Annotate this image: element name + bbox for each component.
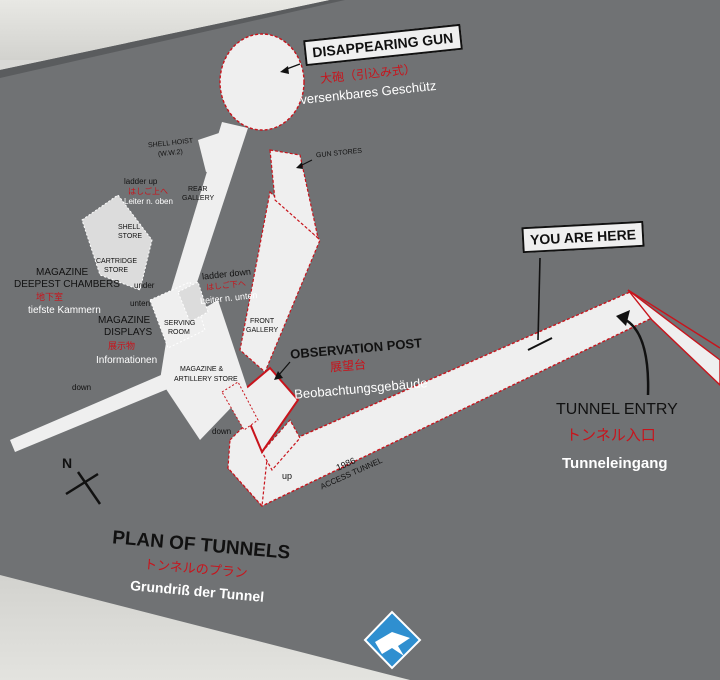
airplane-silhouette xyxy=(375,632,410,656)
down-label-2: down xyxy=(212,427,232,436)
front-gallery-label-2: GALLERY xyxy=(246,327,279,334)
ladder-up-jp: はしご上へ xyxy=(128,187,168,196)
magazine-artillery-label-2: ARTILLERY STORE xyxy=(174,376,238,383)
magazine-displays-label-2: DISPLAYS xyxy=(104,327,153,338)
sign-top-edge xyxy=(0,0,345,78)
tunnel-entry-mouth xyxy=(627,289,720,386)
magazine-displays-de: Informationen xyxy=(96,355,158,366)
magazine-deepest-label-1: MAGAZINE xyxy=(36,267,89,278)
magazine-deepest-de: tiefste Kammern xyxy=(28,305,101,316)
cartridge-store-label-2: STORE xyxy=(104,267,128,274)
under-label-2: unten xyxy=(130,299,151,308)
rear-gallery-label-2: GALLERY xyxy=(182,195,215,202)
west-passage xyxy=(10,372,175,452)
ladder-up-de: Leiter n. oben xyxy=(124,197,173,206)
tunnel-entry-de: Tunneleingang xyxy=(562,455,668,472)
pointer-observation-post xyxy=(277,361,291,377)
under-label-1: under xyxy=(134,281,155,290)
up-label: up xyxy=(282,471,293,481)
tunnel-entry-line xyxy=(627,289,720,349)
cartridge-store-label-1: CARTRIDGE xyxy=(96,258,138,265)
ladder-chamber xyxy=(177,281,209,323)
serving-room-label-2: ROOM xyxy=(168,329,190,336)
shell-hoist xyxy=(198,132,228,172)
ladder-up-label: ladder up xyxy=(124,177,158,186)
tunnel-entry-arrow-head xyxy=(616,310,630,326)
north-arrow-cross xyxy=(76,471,102,505)
tunnel-entry-jp: トンネル入口 xyxy=(566,427,656,444)
pointer-disappearing-gun-head xyxy=(280,66,289,74)
front-gallery-label-1: FRONT xyxy=(250,318,275,325)
magazine-displays-jp: 展示物 xyxy=(108,341,136,351)
down-label-1: down xyxy=(72,383,92,392)
observation-post-jp: 展望台 xyxy=(329,357,367,375)
observation-stairs xyxy=(261,418,301,472)
shell-store-label-1: SHELL xyxy=(118,224,141,231)
magazine-artillery-label-1: MAGAZINE & xyxy=(180,366,224,373)
north-label: N xyxy=(62,455,73,471)
you-are-here-stem xyxy=(537,257,541,341)
artillery-stairs xyxy=(221,381,259,431)
magazine-deepest-label-2: DEEPEST CHAMBERS xyxy=(14,279,120,290)
gun-stores-room xyxy=(269,149,319,240)
rear-gallery-label-1: REAR xyxy=(188,186,208,193)
gun-pit xyxy=(219,33,305,131)
you-are-here-tick xyxy=(527,337,553,351)
shell-cartridge-chambers xyxy=(81,194,153,291)
shell-store-label-2: STORE xyxy=(118,233,142,240)
tunnel-entry-arrow xyxy=(621,316,650,396)
magazine-deepest-jp: 地下室 xyxy=(36,292,64,302)
pointer-gun-stores-head xyxy=(296,162,303,169)
tunnel-entry-label: TUNNEL ENTRY xyxy=(556,401,678,418)
pointer-observation-post-head xyxy=(274,371,283,380)
observation-post-room xyxy=(236,366,300,455)
north-arrow-icon xyxy=(65,472,99,496)
serving-room-label-1: SERVING xyxy=(164,320,196,327)
you-are-here-label: YOU ARE HERE xyxy=(529,226,637,248)
magazine-displays-label-1: MAGAZINE xyxy=(98,315,151,326)
